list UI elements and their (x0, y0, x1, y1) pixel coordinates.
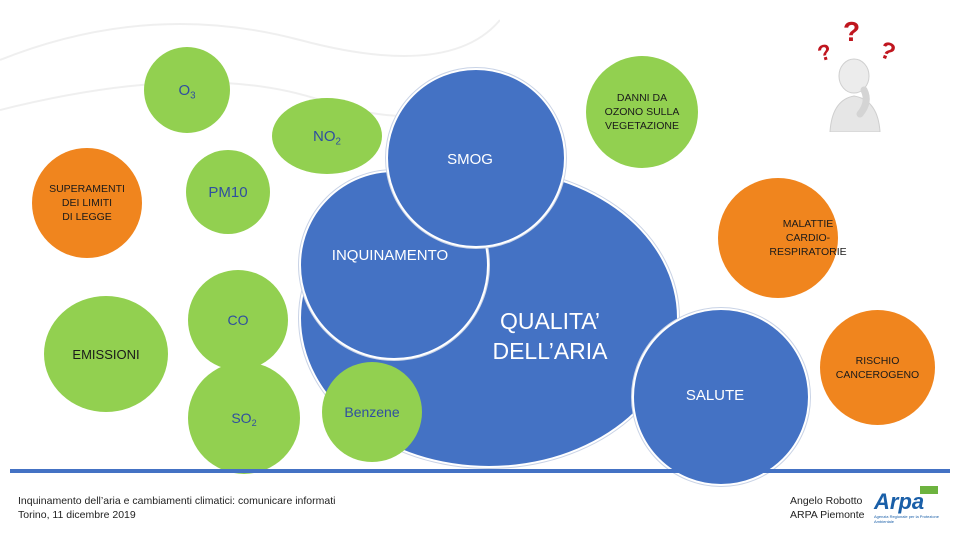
no2-label: NO2 (313, 127, 341, 147)
qualita-line-1: QUALITA’ (499, 308, 601, 334)
bubble-danni[interactable]: DANNI DA OZONO SULLA VEGETAZIONE (586, 56, 698, 168)
superamenti-label: SUPERAMENTI DEI LIMITI DI LEGGE (49, 182, 125, 224)
footer-left: Inquinamento dell’aria e cambiamenti cli… (18, 494, 335, 522)
qualita-line-2: DELL’ARIA (492, 338, 608, 364)
footer-right: Angelo Robotto ARPA Piemonte (790, 494, 865, 522)
footer-divider (10, 469, 950, 473)
footer-organization: ARPA Piemonte (790, 509, 865, 521)
thinking-person-icon (829, 58, 881, 132)
arpa-logo-text: Arpa (874, 489, 925, 514)
footer-event-title: Inquinamento dell’aria e cambiamenti cli… (18, 495, 336, 507)
emissioni-label: EMISSIONI (72, 346, 140, 362)
superamenti-line-3: DI LEGGE (62, 211, 112, 223)
bubble-superamenti[interactable]: SUPERAMENTI DEI LIMITI DI LEGGE (32, 148, 142, 258)
inquinamento-label: INQUINAMENTO (331, 247, 449, 264)
malattie-line-2: CARDIO-RESPIRATORIE (769, 232, 847, 258)
danni-line-1: DANNI DA (616, 92, 668, 104)
danni-line-2: OZONO SULLA (604, 106, 680, 118)
footer-author: Angelo Robotto (790, 495, 863, 507)
superamenti-line-2: DEI LIMITI (61, 197, 113, 209)
so2-label: SO2 (231, 410, 257, 429)
arpa-logo-mark (920, 486, 938, 494)
arpa-logo-subtitle: Agenzia Regionale per la Protezione Ambi… (874, 514, 939, 524)
bubble-malattie[interactable]: MALATTIE CARDIO-RESPIRATORIE (718, 178, 847, 298)
bubble-co[interactable]: CO (188, 270, 288, 370)
bubble-salute[interactable] (632, 308, 810, 486)
pm10-label: PM10 (208, 183, 248, 201)
rischio-line-2: CANCEROGENO (835, 368, 920, 381)
qualita-label: QUALITA’ DELL’ARIA (470, 306, 630, 366)
rischio-label: RISCHIO CANCEROGENO (836, 354, 919, 382)
bubble-smog[interactable] (386, 68, 566, 248)
footer-event-date: Torino, 11 dicembre 2019 (18, 509, 136, 521)
co-label: CO (227, 312, 249, 328)
danni-label: DANNI DA OZONO SULLA VEGETAZIONE (605, 91, 680, 133)
bubble-so2[interactable]: SO2 (188, 362, 300, 474)
question-mark-icon-2: ? (843, 16, 861, 47)
bubble-rischio[interactable]: RISCHIO CANCEROGENO (820, 310, 935, 425)
rischio-line-1: RISCHIO (855, 354, 900, 367)
superamenti-line-1: SUPERAMENTI (49, 183, 125, 195)
o3-label: O3 (178, 81, 196, 101)
bubble-emissioni[interactable]: EMISSIONI (44, 296, 168, 412)
malattie-line-1: MALATTIE (782, 218, 834, 230)
malattie-label: MALATTIE CARDIO-RESPIRATORIE (769, 217, 846, 259)
bubble-no2[interactable]: NO2 (272, 98, 382, 174)
bubble-pm10[interactable]: PM10 (186, 150, 270, 234)
arpa-logo: Arpa Agenzia Regionale per la Protezione… (874, 486, 944, 526)
benzene-label: Benzene (344, 404, 400, 420)
danni-line-3: VEGETAZIONE (605, 120, 679, 132)
bubble-o3[interactable]: O3 (144, 47, 230, 133)
salute-label: SALUTE (685, 387, 745, 404)
smog-label: SMOG (447, 151, 493, 168)
bubble-benzene[interactable]: Benzene (322, 362, 422, 462)
